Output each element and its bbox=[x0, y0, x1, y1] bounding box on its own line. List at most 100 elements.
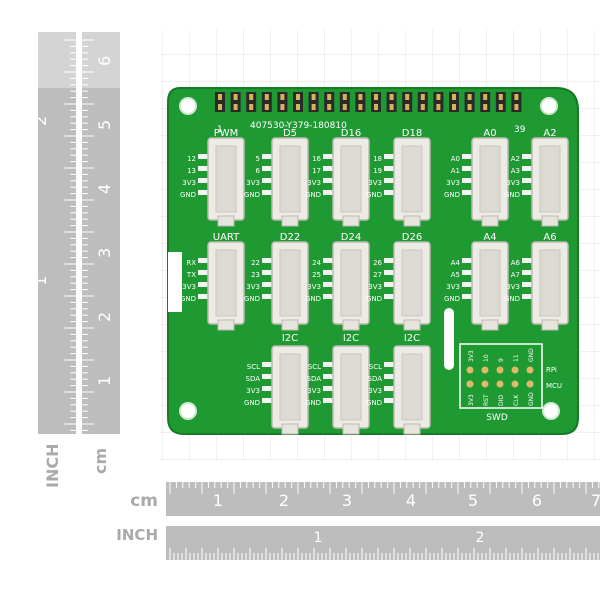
swd-pin bbox=[481, 366, 489, 374]
connector-title: D16 bbox=[341, 128, 361, 139]
connector-pad bbox=[323, 178, 333, 183]
connector-pin-label: 3V3 bbox=[506, 179, 520, 187]
connector-pin-label: RX bbox=[186, 259, 196, 267]
connector-pin-label: SDA bbox=[368, 375, 383, 383]
connector-pad bbox=[522, 294, 532, 299]
connector-pad bbox=[462, 166, 472, 171]
vertical-cm-label: cm bbox=[91, 448, 110, 474]
horizontal-inch-number-1: 1 bbox=[314, 530, 323, 546]
connector-pad bbox=[522, 270, 532, 275]
horizontal-inch-label: INCH bbox=[116, 526, 158, 544]
connector-title: D24 bbox=[341, 232, 361, 243]
gpio-pin-housing bbox=[308, 92, 319, 112]
swd-bottom-label: GND bbox=[528, 392, 535, 406]
connector-pad bbox=[522, 178, 532, 183]
vertical-inch-number-2: 2 bbox=[31, 116, 50, 126]
gpio-pin bbox=[311, 104, 316, 110]
gpio-pin bbox=[327, 94, 332, 100]
connector-latch bbox=[481, 215, 499, 227]
horizontal-cm-number-5: 5 bbox=[468, 491, 478, 510]
connector-title: A0 bbox=[483, 128, 496, 139]
vertical-cm-number-4: 4 bbox=[95, 184, 114, 194]
connector-title: PWM bbox=[214, 128, 239, 139]
gpio-pin bbox=[296, 104, 300, 110]
connector-title: UART bbox=[213, 232, 240, 243]
connector-socket bbox=[539, 145, 561, 213]
connector-socket bbox=[539, 249, 561, 317]
gpio-pin bbox=[467, 104, 472, 110]
gpio-pin bbox=[498, 104, 503, 110]
gpio-pin-housing bbox=[480, 92, 491, 112]
connector-pad bbox=[522, 190, 532, 195]
gpio-pin-housing bbox=[417, 92, 428, 112]
pcb-edge-notch bbox=[168, 252, 182, 312]
connector-pad bbox=[384, 294, 394, 299]
connector-pin-label: GND bbox=[444, 295, 460, 303]
connector-pin-label: 3V3 bbox=[368, 283, 382, 291]
connector-pin-label: TX bbox=[186, 271, 196, 279]
connector-socket bbox=[479, 145, 501, 213]
connector-pad bbox=[323, 386, 333, 391]
gpio-pin-housing bbox=[277, 92, 288, 112]
gpio-pin bbox=[498, 94, 503, 100]
pin1-label: 1 bbox=[217, 125, 223, 135]
vertical-cm-number-6: 6 bbox=[95, 56, 114, 66]
connector-pin-label: 3V3 bbox=[446, 179, 460, 187]
connector-pin-label: 3V3 bbox=[307, 283, 321, 291]
horizontal-rulers: 1 2 3 4 5 6 7 1 2 cm INCH bbox=[116, 482, 600, 560]
vertical-cm-ruler bbox=[82, 32, 120, 434]
connector-pin-label: 13 bbox=[187, 167, 196, 175]
connector-pad bbox=[384, 154, 394, 159]
gpio-pin bbox=[218, 104, 222, 110]
vertical-rulers: 1 2 1 2 3 4 5 6 INCH cm bbox=[31, 32, 120, 488]
gpio-header bbox=[215, 92, 522, 112]
connector-socket bbox=[279, 249, 301, 317]
connector-pin-label: 27 bbox=[373, 271, 382, 279]
gpio-pin bbox=[296, 94, 300, 100]
connector-pin-label: 26 bbox=[373, 259, 382, 267]
mounting-hole-bottom-right bbox=[542, 402, 560, 420]
gpio-pin-housing bbox=[261, 92, 272, 112]
connector-latch bbox=[342, 423, 360, 435]
gpio-pin bbox=[420, 104, 425, 110]
connector-pin-label: GND bbox=[180, 191, 196, 199]
swd-pin bbox=[481, 380, 489, 388]
gpio-pin bbox=[218, 94, 222, 100]
connector-pad bbox=[462, 178, 472, 183]
vertical-cm-number-3: 3 bbox=[95, 248, 114, 258]
swd-top-label: 3V3 bbox=[468, 350, 475, 362]
gpio-pin bbox=[405, 104, 410, 110]
connector-pad bbox=[262, 190, 272, 195]
connector-socket bbox=[340, 249, 362, 317]
connector-pad bbox=[462, 190, 472, 195]
connector-pad bbox=[384, 258, 394, 263]
connector-pad bbox=[198, 166, 208, 171]
connector-pin-label: GND bbox=[366, 295, 382, 303]
horizontal-cm-ruler bbox=[166, 482, 600, 516]
mounting-hole-top-right bbox=[540, 97, 558, 115]
gpio-pin bbox=[358, 104, 363, 110]
swd-pin bbox=[511, 380, 519, 388]
connector-pad bbox=[323, 270, 333, 275]
connector-latch bbox=[541, 319, 559, 331]
connector-latch bbox=[342, 215, 360, 227]
connector-pad bbox=[262, 270, 272, 275]
gpio-pin-housing bbox=[293, 92, 303, 112]
connector-pin-label: 3V3 bbox=[368, 387, 382, 395]
connector-pad bbox=[384, 386, 394, 391]
connector-pin-label: 24 bbox=[312, 259, 321, 267]
gpio-pin bbox=[452, 94, 456, 100]
connector-pad bbox=[323, 282, 333, 287]
vertical-cm-number-5: 5 bbox=[95, 120, 114, 130]
connector-pin-label: 16 bbox=[312, 155, 321, 163]
pin39-label: 39 bbox=[514, 125, 526, 135]
connector-title: D18 bbox=[402, 128, 422, 139]
swd-side-label-rpi: RPi bbox=[546, 366, 557, 374]
connector-latch bbox=[281, 215, 299, 227]
gpio-pin bbox=[374, 104, 378, 110]
connector-latch bbox=[217, 215, 235, 227]
swd-top-label: 9 bbox=[498, 358, 505, 362]
